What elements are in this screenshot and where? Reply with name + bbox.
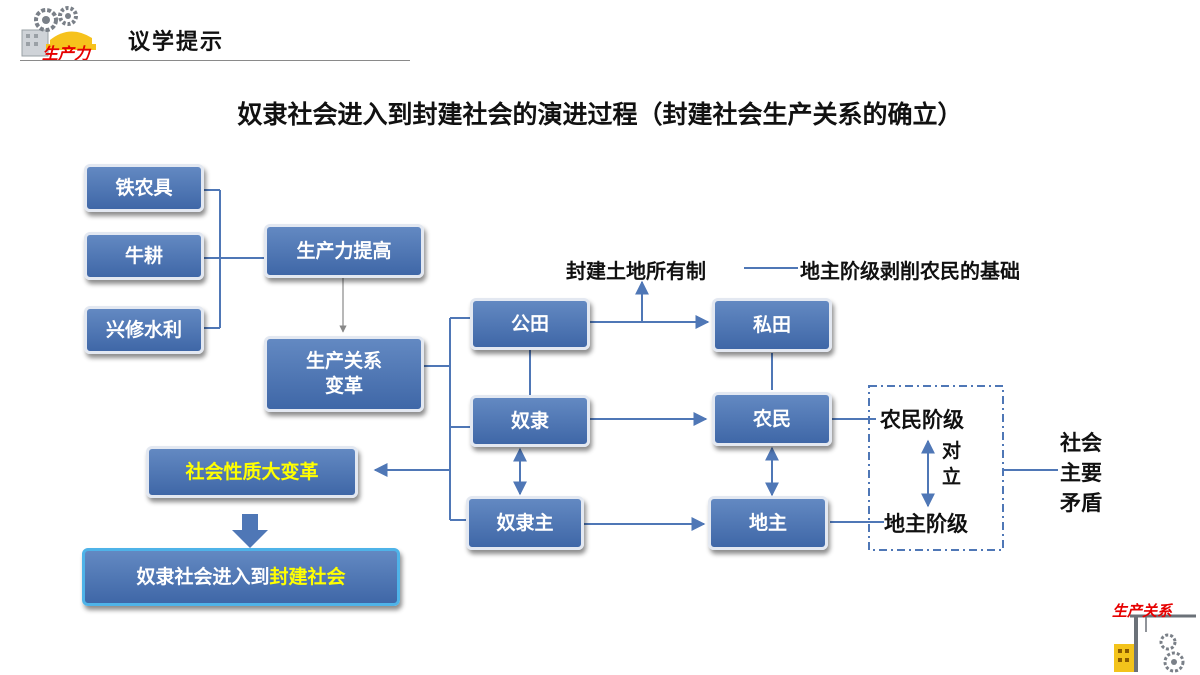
label-main-contradiction: 社会 主要 矛盾 xyxy=(1060,428,1102,518)
node-result-prefix: 奴隶社会进入到 xyxy=(136,565,270,588)
productivity-logo-text: 生产力 xyxy=(42,44,91,63)
node-production-relations-line2: 变革 xyxy=(324,375,363,397)
label-opposition-1: 对 xyxy=(942,440,962,462)
productivity-logo: 生产力 xyxy=(20,4,110,63)
node-production-relations-change: 生产关系 变革 xyxy=(264,336,424,412)
page-title: 奴隶社会进入到封建社会的演进过程（封建社会生产关系的确立） xyxy=(237,100,963,129)
node-iron-tools: 铁农具 xyxy=(84,164,204,212)
node-private-field: 私田 xyxy=(712,298,832,352)
node-slave: 奴隶 xyxy=(470,395,590,447)
node-water-conservancy: 兴修水利 xyxy=(84,306,204,354)
production-relations-logo: 生产关系 xyxy=(1110,596,1200,675)
node-peasant: 农民 xyxy=(712,392,832,446)
node-social-nature-change: 社会性质大变革 xyxy=(146,446,358,498)
node-landlord: 地主 xyxy=(708,496,828,550)
crane-icon xyxy=(1114,614,1196,673)
header-title: 议学提示 xyxy=(128,30,225,55)
label-landlord-class: 地主阶级 xyxy=(884,512,968,536)
label-opposition: 对 立 xyxy=(942,438,961,490)
node-public-field: 公田 xyxy=(470,298,590,350)
node-ox-plowing: 牛耕 xyxy=(84,232,204,280)
production-relations-logo-text: 生产关系 xyxy=(1112,602,1173,620)
label-opposition-2: 立 xyxy=(942,466,962,488)
node-productivity-improvement: 生产力提高 xyxy=(264,224,424,278)
label-peasant-class: 农民阶级 xyxy=(880,408,964,432)
node-result-highlight: 封建社会 xyxy=(269,565,346,588)
node-result-feudal-society: 奴隶社会进入到封建社会 xyxy=(82,548,400,606)
node-production-relations-line1: 生产关系 xyxy=(305,350,382,373)
label-main-contradiction-1: 社会 xyxy=(1060,431,1102,455)
label-feudal-land-system: 封建土地所有制 xyxy=(566,259,706,283)
gear-icon xyxy=(21,6,96,57)
label-main-contradiction-3: 矛盾 xyxy=(1060,491,1102,515)
label-main-contradiction-2: 主要 xyxy=(1060,461,1102,485)
header-divider xyxy=(20,60,410,61)
node-slave-owner: 奴隶主 xyxy=(466,496,584,550)
label-exploitation-basis: 地主阶级剥削农民的基础 xyxy=(800,259,1020,283)
